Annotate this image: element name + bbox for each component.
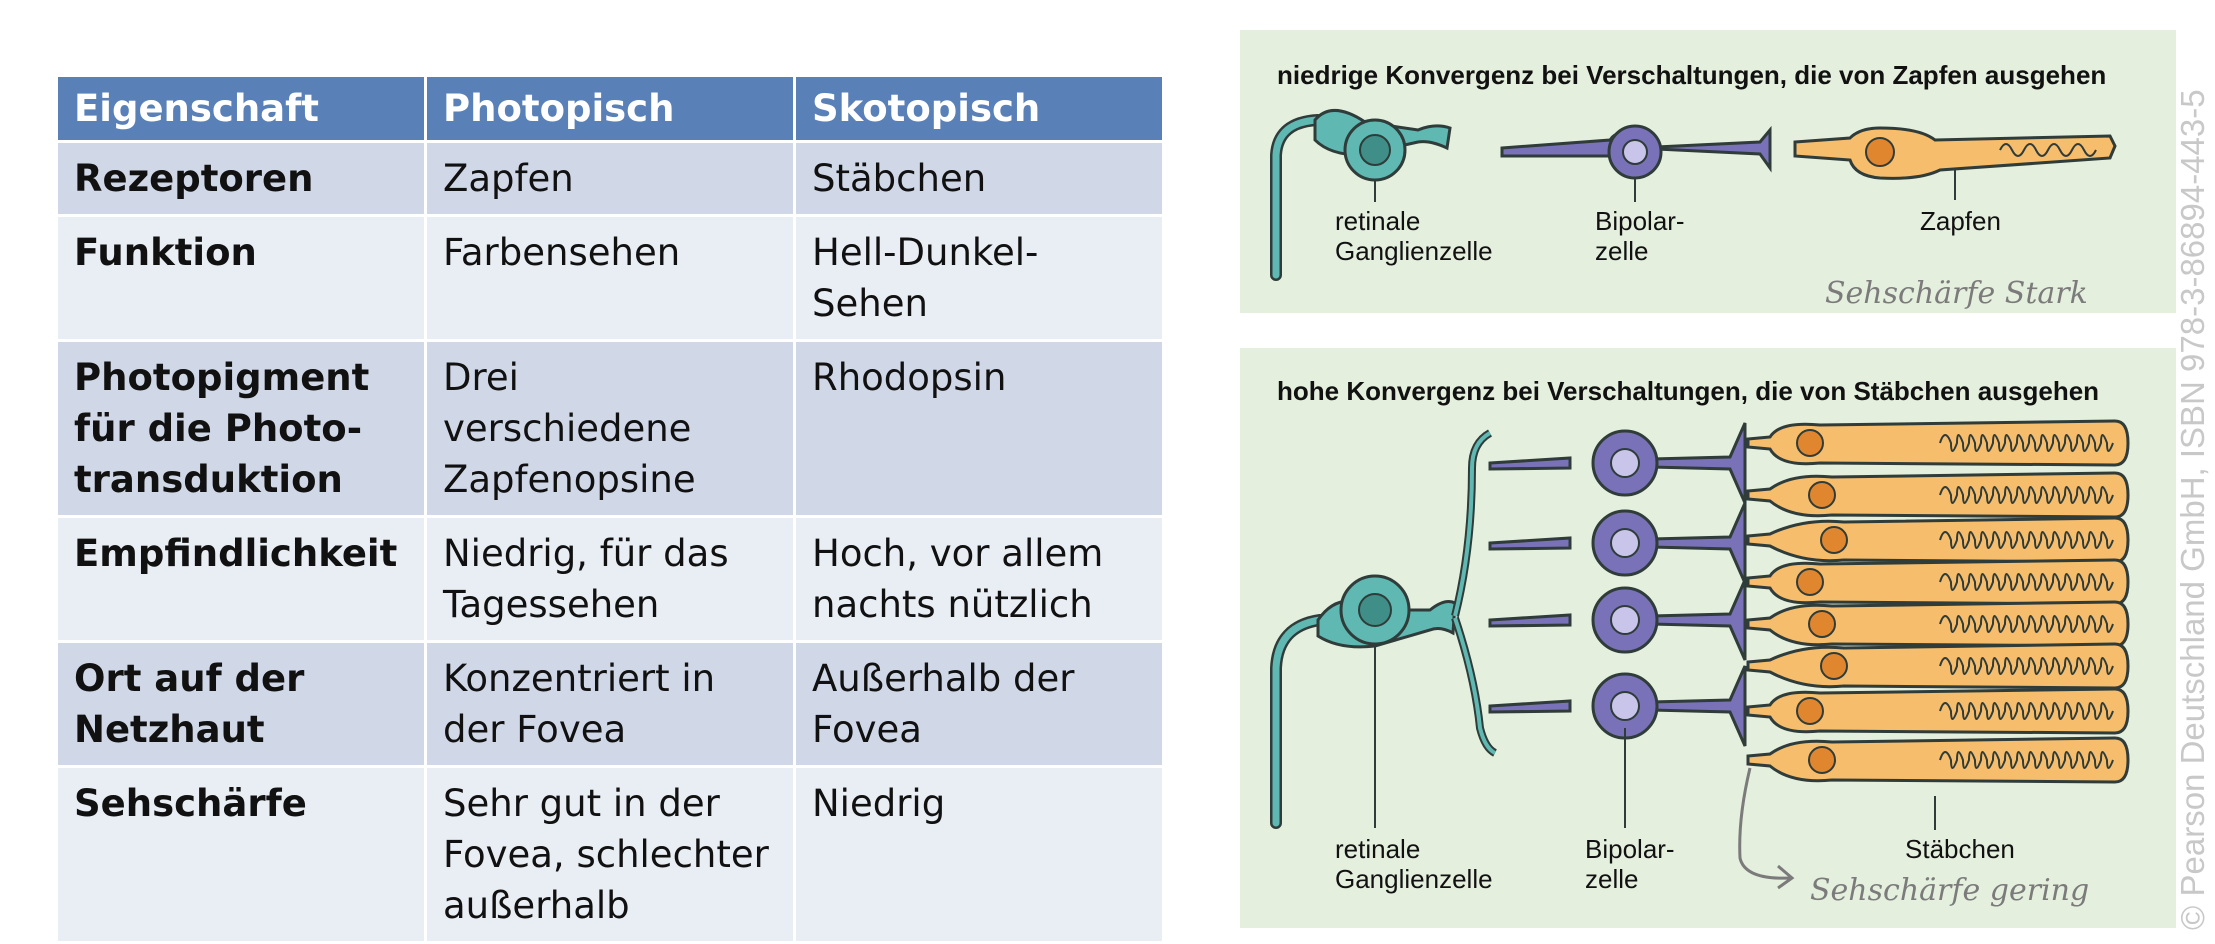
rod-cell — [1746, 687, 2130, 735]
rod-pathway-panel: hohe Konvergenz bei Verschaltungen, die … — [1240, 348, 2176, 928]
label-receptor: Zapfen — [1920, 206, 2001, 236]
table-cell-key: Rezeptoren — [55, 140, 427, 217]
bipolar-cell — [1488, 579, 1747, 661]
rod-cell — [1746, 516, 2130, 564]
table-cell: Konzentriert in der Fovea — [424, 640, 796, 768]
table-cell-key: Sehschärfe — [55, 765, 427, 944]
handwritten-note: Sehschärfe gering — [1810, 873, 2090, 908]
bipolar-cell — [1488, 422, 1747, 504]
panel-title: niedrige Konvergenz bei Verschaltungen, … — [1277, 60, 2107, 90]
label-ganglion: retinale Ganglienzelle — [1335, 206, 1493, 266]
table-cell: Niedrig, für das Tagessehen — [424, 515, 796, 643]
label-ganglion: retinale Ganglienzelle — [1335, 834, 1493, 894]
table-cell: Stäbchen — [793, 140, 1165, 217]
rod-cell — [1746, 736, 2130, 784]
table-cell: Farbensehen — [424, 214, 796, 342]
cone-pathway-panel: niedrige Konvergenz bei Verschaltungen, … — [1240, 30, 2176, 313]
table-cell: Hell-Dunkel-Sehen — [793, 214, 1165, 342]
table-row: Rezeptoren Zapfen Stäbchen — [55, 140, 1165, 217]
table-cell-key: Funktion — [55, 214, 427, 342]
table-cell: Sehr gut in der Fovea, schlechter außerh… — [424, 765, 796, 944]
label-bipolar: Bipolar- zelle — [1585, 834, 1675, 894]
cone-pathway-illustration — [1270, 109, 2117, 281]
table-cell: Rhodopsin — [793, 339, 1165, 518]
bipolar-cell — [1488, 665, 1747, 747]
handwritten-note: Sehschärfe Stark — [1825, 276, 2088, 311]
table-header-row: Eigenschaft Photopisch Skotopisch — [55, 74, 1165, 143]
label-bipolar: Bipolar- zelle — [1595, 206, 1685, 266]
table-cell: Außerhalb der Fovea — [793, 640, 1165, 768]
copyright-watermark: © Pearson Deutschland GmbH, ISBN 978-3-8… — [2168, 0, 2215, 939]
rod-pathway-illustration — [1270, 419, 2130, 890]
header-skotopisch: Skotopisch — [793, 74, 1165, 143]
table-cell-key: Empfindlichkeit — [55, 515, 427, 643]
bipolar-cell — [1488, 502, 1747, 584]
rod-cell — [1746, 642, 2130, 690]
label-receptor: Stäbchen — [1905, 834, 2015, 864]
watermark-text: © Pearson Deutschland GmbH, ISBN 978-3-8… — [2174, 89, 2211, 930]
table-row: Sehschärfe Sehr gut in der Fovea, schlec… — [55, 765, 1165, 944]
comparison-table: Eigenschaft Photopisch Skotopisch Rezept… — [55, 74, 1165, 944]
table-cell: Zapfen — [424, 140, 796, 217]
table-cell: Niedrig — [793, 765, 1165, 944]
rod-cell — [1746, 558, 2130, 606]
table-cell: Hoch, vor allem nachts nützlich — [793, 515, 1165, 643]
table-row: Funktion Farbensehen Hell-Dunkel-Sehen — [55, 214, 1165, 342]
table-row: Empfindlichkeit Niedrig, für das Tagesse… — [55, 515, 1165, 643]
table-cell: Drei verschiedene Zapfenopsine — [424, 339, 796, 518]
table-row: Ort auf der Netzhaut Konzentriert in der… — [55, 640, 1165, 768]
table-row: Photopigment für die Photo-transduktion … — [55, 339, 1165, 518]
rod-cell — [1746, 471, 2130, 519]
panel-title: hohe Konvergenz bei Verschaltungen, die … — [1277, 376, 2100, 406]
header-photopisch: Photopisch — [424, 74, 796, 143]
rod-cell — [1746, 600, 2130, 648]
table-cell-key: Ort auf der Netzhaut — [55, 640, 427, 768]
rod-cell — [1746, 419, 2130, 467]
table-cell-key: Photopigment für die Photo-transduktion — [55, 339, 427, 518]
header-eigenschaft: Eigenschaft — [55, 74, 427, 143]
